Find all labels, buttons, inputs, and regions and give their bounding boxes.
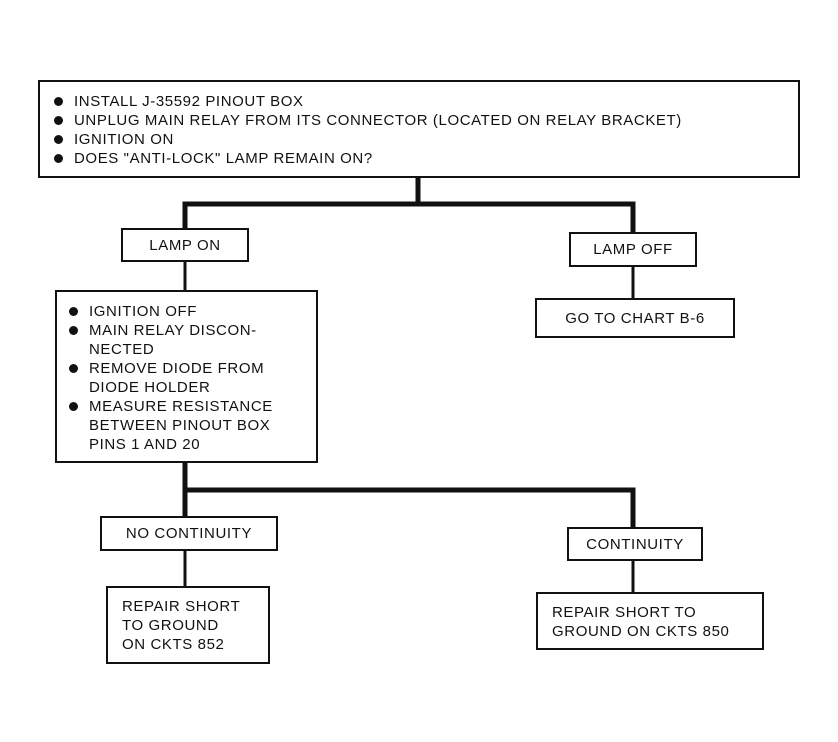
repair-852-line: TO GROUND	[122, 617, 219, 634]
go-to-chart-box: GO TO CHART B-6	[535, 298, 735, 338]
check-step-line: DIODE HOLDER	[89, 379, 211, 396]
repair-850-line: REPAIR SHORT TO	[552, 604, 697, 621]
check-step-line: BETWEEN PINOUT BOX	[89, 417, 271, 434]
check-step-measure: MEASURE RESISTANCE BETWEEN PINOUT BOX PI…	[63, 397, 310, 454]
check-step-line: NECTED	[89, 341, 155, 358]
repair-852-line: REPAIR SHORT	[122, 598, 241, 615]
check-step-diode: REMOVE DIODE FROM DIODE HOLDER	[63, 359, 310, 397]
check-procedure-box: IGNITION OFF MAIN RELAY DISCON- NECTED R…	[55, 290, 318, 463]
check-step-line: REMOVE DIODE FROM	[89, 360, 265, 377]
check-step-line: MAIN RELAY DISCON-	[89, 322, 257, 339]
lamp-on-box: LAMP ON	[121, 228, 249, 262]
lamp-off-box: LAMP OFF	[569, 232, 697, 267]
repair-852-line: ON CKTS 852	[122, 636, 225, 653]
top-step-install: INSTALL J-35592 PINOUT BOX	[48, 92, 790, 111]
top-step-unplug: UNPLUG MAIN RELAY FROM ITS CONNECTOR (LO…	[48, 111, 790, 130]
check-step-line: MEASURE RESISTANCE	[89, 398, 273, 415]
lamp-on-label: LAMP ON	[149, 236, 221, 254]
repair-850-line: GROUND ON CKTS 850	[552, 623, 730, 640]
no-continuity-label: NO CONTINUITY	[125, 525, 253, 542]
check-step-ignition-off: IGNITION OFF	[63, 302, 310, 321]
continuity-box: CONTINUITY	[567, 527, 703, 561]
check-step-relay: MAIN RELAY DISCON- NECTED	[63, 321, 310, 359]
check-step-line: PINS 1 AND 20	[89, 436, 201, 453]
repair-852-box: REPAIR SHORT TO GROUND ON CKTS 852	[106, 586, 270, 664]
repair-850-box: REPAIR SHORT TO GROUND ON CKTS 850	[536, 592, 764, 650]
lamp-off-label: LAMP OFF	[593, 241, 673, 258]
top-step-ignition-on: IGNITION ON	[48, 130, 790, 149]
check-step-line: IGNITION OFF	[89, 303, 198, 320]
go-to-chart-label: GO TO CHART B-6	[565, 309, 705, 327]
continuity-label: CONTINUITY	[586, 535, 684, 553]
top-instruction-box: INSTALL J-35592 PINOUT BOX UNPLUG MAIN R…	[38, 80, 800, 178]
top-step-question: DOES "ANTI-LOCK" LAMP REMAIN ON?	[48, 149, 790, 168]
no-continuity-box: NO CONTINUITY	[100, 516, 278, 551]
